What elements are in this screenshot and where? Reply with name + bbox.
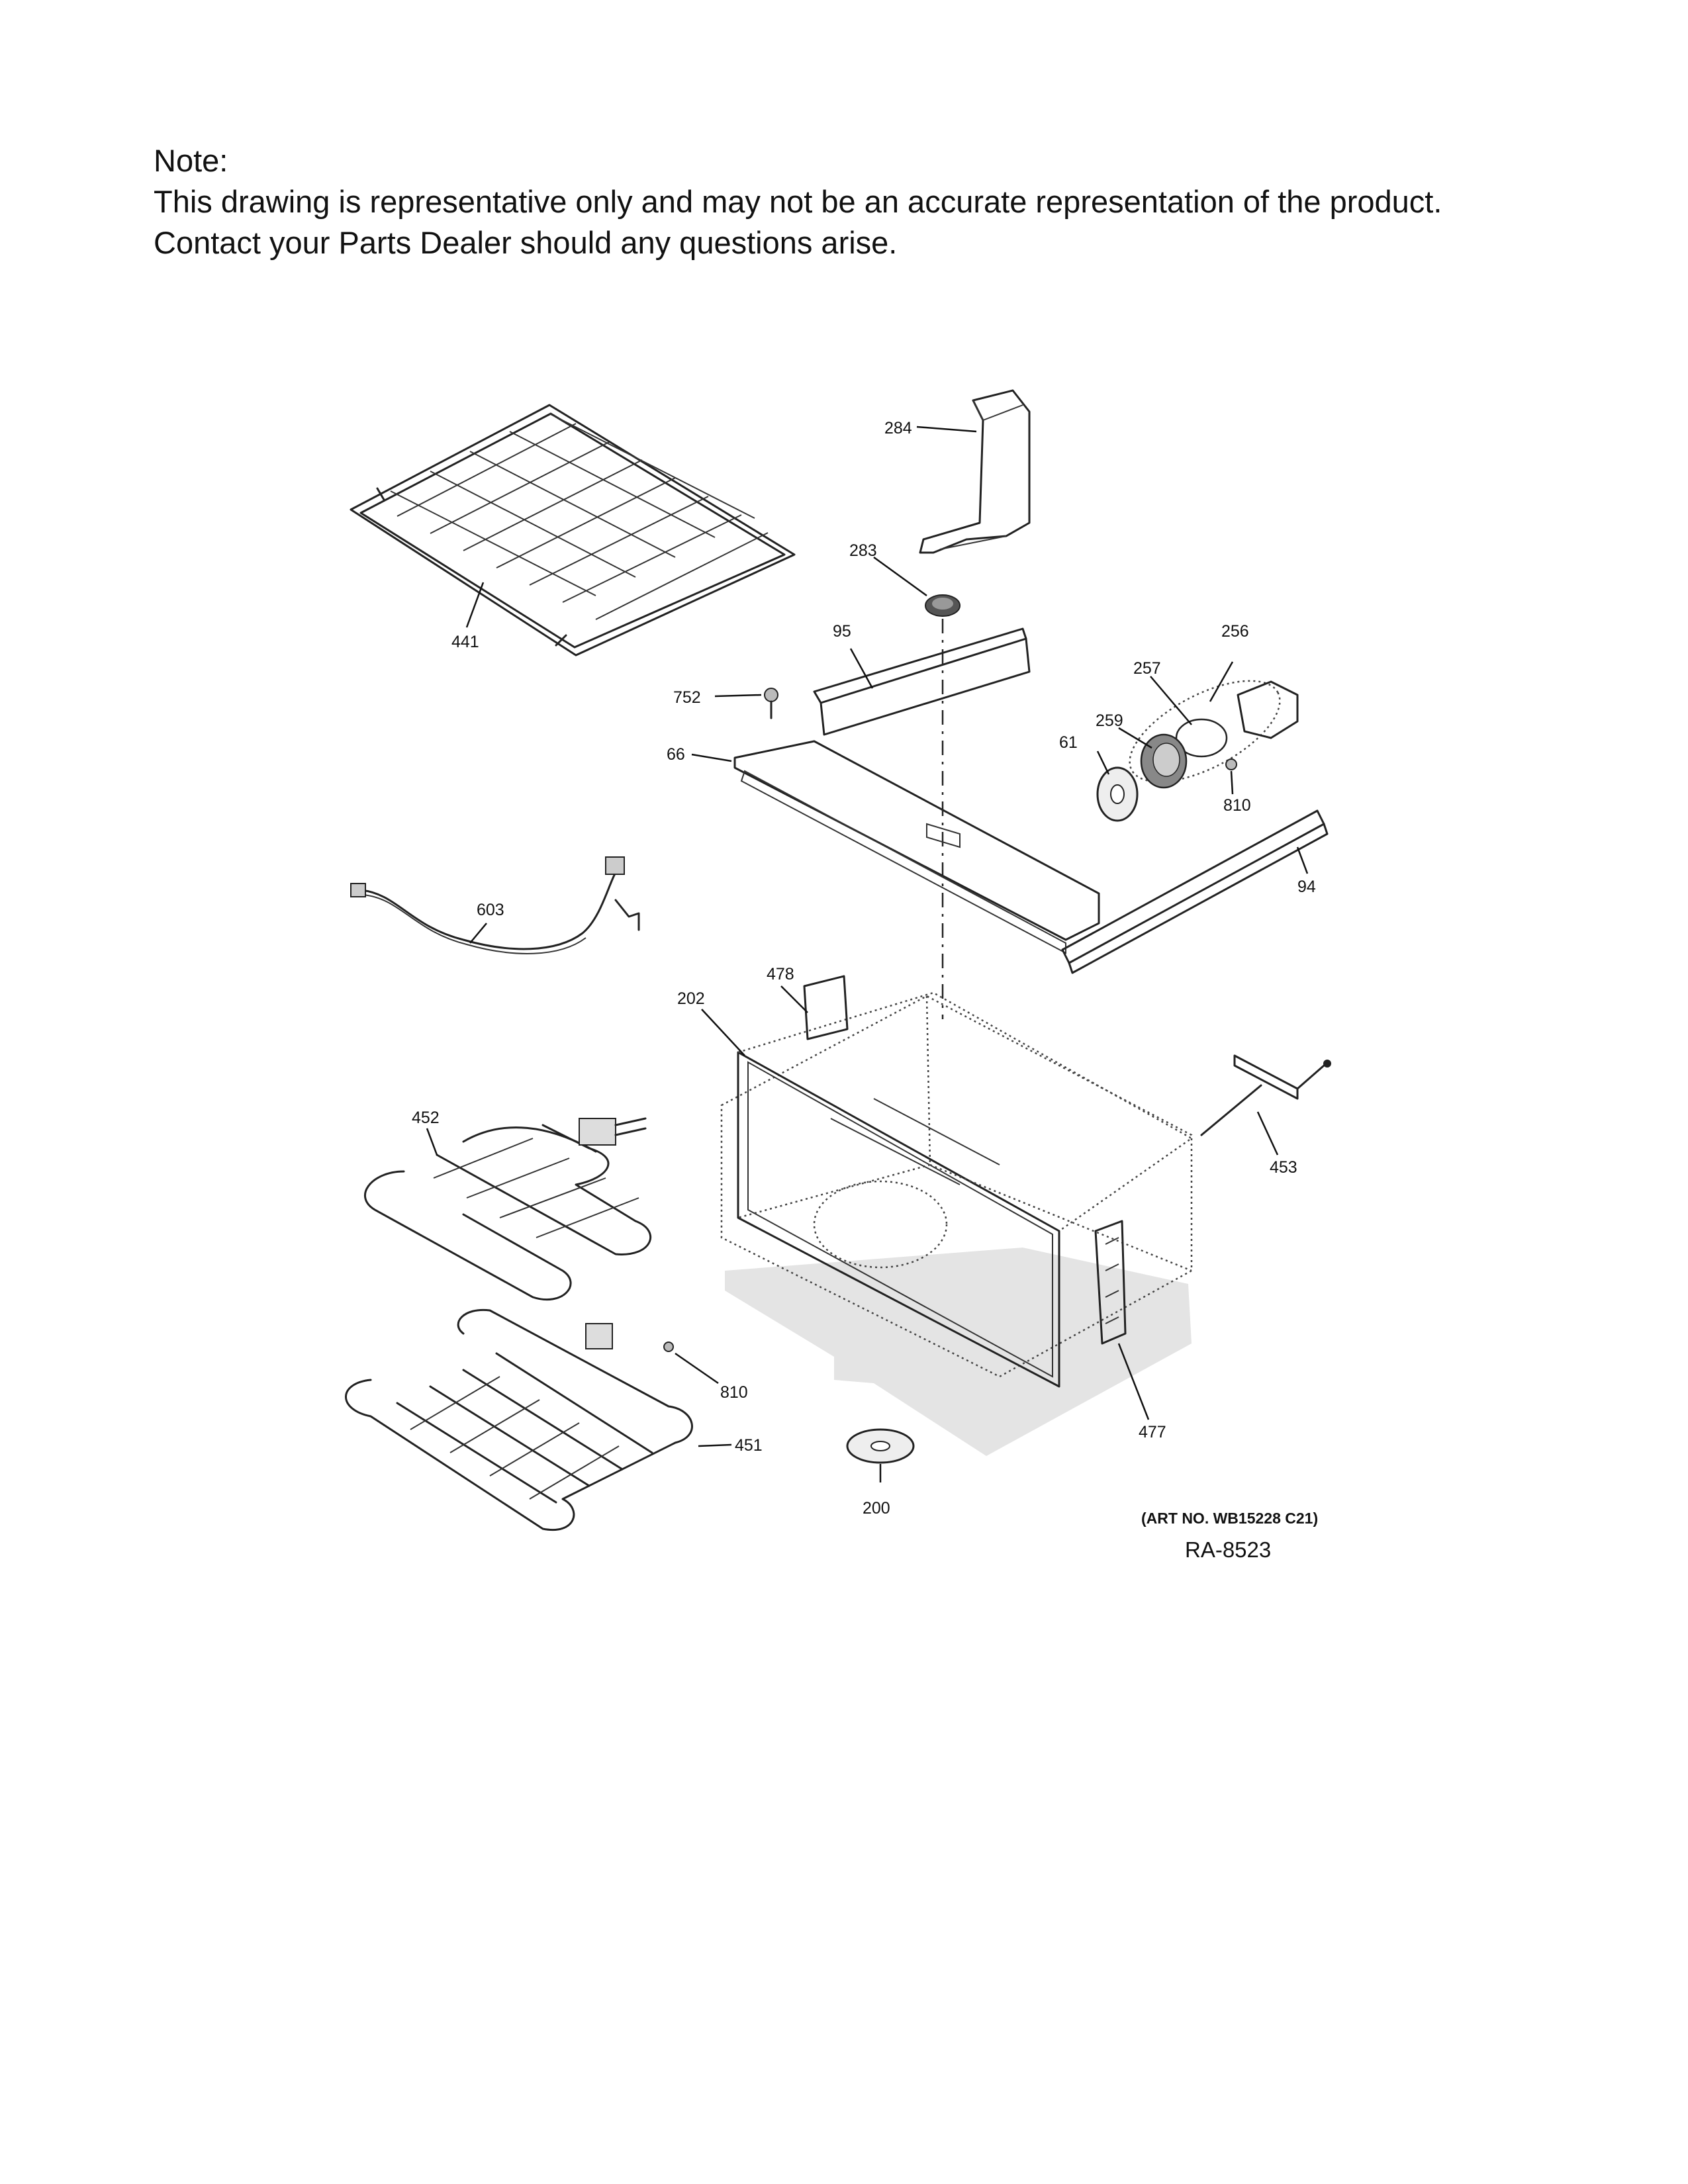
rail-95 [813, 627, 1031, 736]
callout-200: 200 [863, 1499, 890, 1518]
cover-plate-200 [846, 1428, 915, 1464]
gasket-61 [1096, 766, 1139, 822]
callout-283: 283 [849, 541, 877, 560]
note-line-2: Contact your Parts Dealer should any que… [154, 225, 898, 260]
bake-element-451 [345, 1308, 693, 1531]
callout-202: 202 [677, 989, 705, 1008]
wire-harness-603 [350, 856, 640, 954]
callout-61: 61 [1059, 733, 1078, 752]
disclaimer-note: Note: This drawing is representative onl… [154, 140, 1442, 263]
callout-66: 66 [667, 745, 685, 764]
callout-labels: 284 283 95 256 257 259 61 810 94 441 752… [412, 419, 1316, 1518]
oven-cavity-202 [720, 975, 1194, 1456]
rail-94 [1061, 809, 1329, 974]
callout-257: 257 [1133, 659, 1161, 678]
callout-95: 95 [833, 622, 851, 641]
callout-810-lower: 810 [720, 1383, 748, 1402]
callout-752: 752 [673, 688, 701, 707]
callout-256: 256 [1221, 622, 1249, 641]
callout-478: 478 [767, 965, 794, 983]
callout-259: 259 [1096, 711, 1123, 730]
callout-284: 284 [884, 419, 912, 437]
broil-element-452 [364, 1117, 651, 1301]
oven-rack-441 [350, 404, 796, 657]
callout-477: 477 [1139, 1423, 1166, 1441]
leader-lines [426, 426, 1309, 1482]
art-number: (ART NO. WB15228 C21) [1141, 1510, 1318, 1527]
callout-453: 453 [1270, 1158, 1297, 1177]
bracket-66 [733, 740, 1100, 954]
screw-752 [764, 688, 778, 719]
gear-283 [925, 594, 961, 617]
callout-94: 94 [1297, 878, 1316, 896]
reference-code: RA-8523 [1185, 1537, 1271, 1562]
callout-810-upper: 810 [1223, 796, 1251, 815]
note-line-1: This drawing is representative only and … [154, 184, 1442, 219]
temp-sensor-453 [1200, 1054, 1331, 1136]
callout-603: 603 [477, 901, 504, 919]
callout-441: 441 [451, 633, 479, 651]
callout-451: 451 [735, 1436, 763, 1455]
screw-810-lower [663, 1342, 674, 1352]
lamp-assembly-256 [1129, 680, 1299, 789]
callout-452: 452 [412, 1109, 440, 1127]
lamp-cover-284 [919, 389, 1031, 554]
note-heading: Note: [154, 143, 228, 178]
